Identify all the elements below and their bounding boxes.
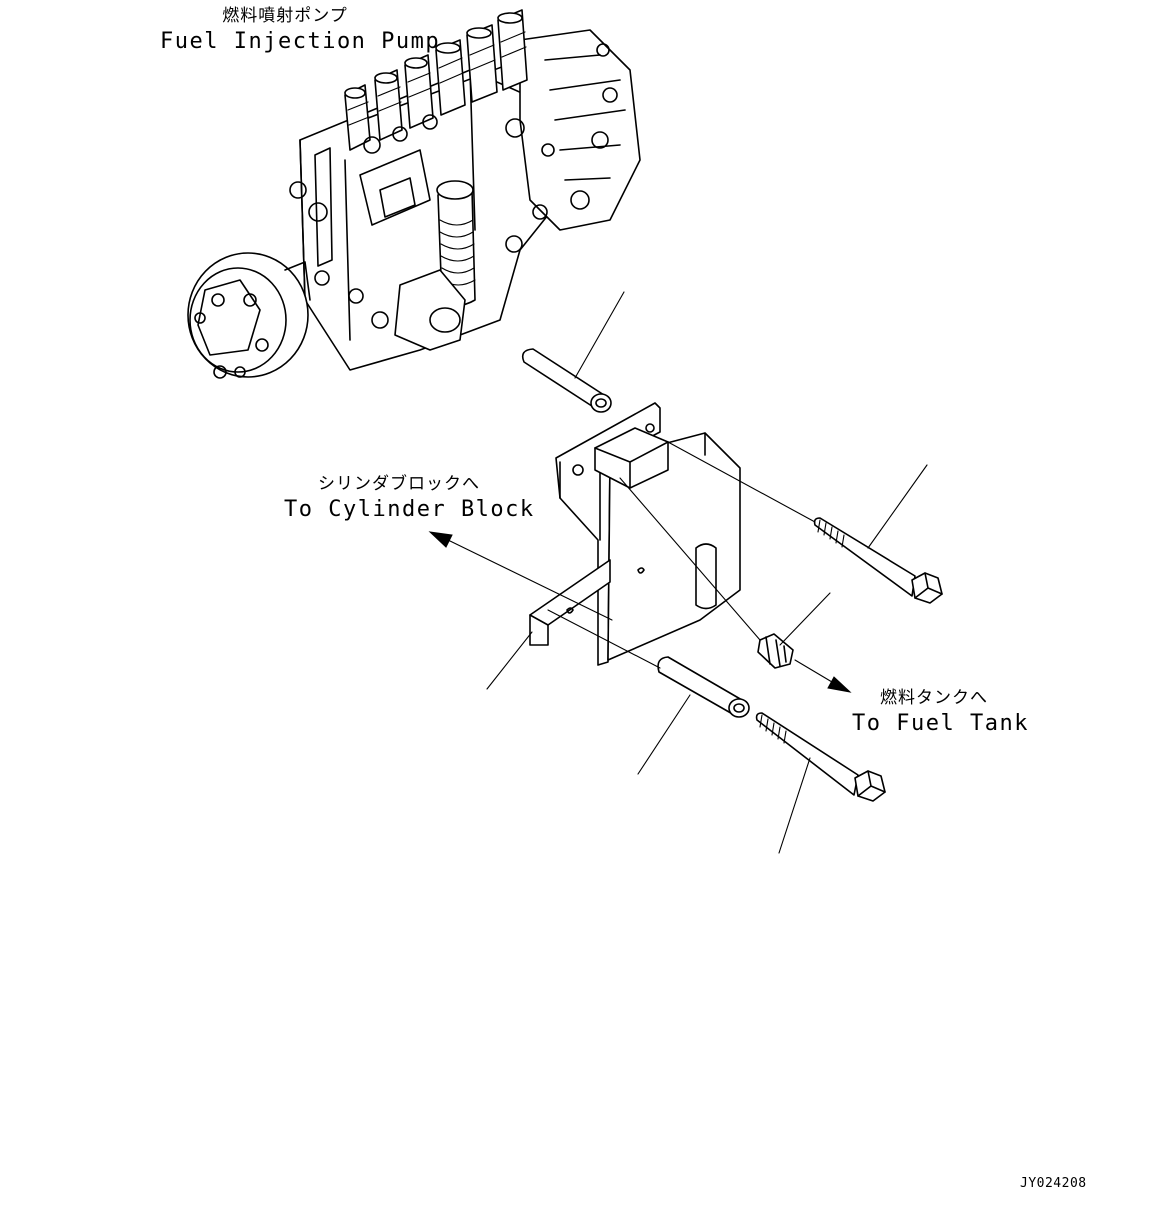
cylinder-block-label-en: To Cylinder Block — [284, 497, 535, 522]
arrow-to-cylinder-block — [428, 531, 613, 621]
mounting-bracket — [529, 402, 741, 666]
fuel-tank-label-jp: 燃料タンクへ — [880, 688, 988, 708]
drawing-id: JY024208 — [1020, 1176, 1087, 1191]
pump-label: 燃料噴射ポンプ Fuel Injection Pump — [160, 6, 441, 54]
pump-label-en: Fuel Injection Pump — [160, 29, 441, 54]
fuel-injection-pump — [187, 9, 641, 379]
fuel-connector — [757, 633, 794, 669]
arrow-to-fuel-tank — [794, 659, 852, 693]
spacer-tube-upper — [521, 348, 612, 413]
bolt-lower — [755, 712, 886, 802]
leader-lines — [486, 291, 928, 854]
bolt-upper — [813, 517, 943, 604]
delivery-valve-holders — [344, 9, 528, 151]
fuel-tank-label: 燃料タンクへ To Fuel Tank — [852, 688, 1029, 736]
fuel-block — [594, 427, 669, 489]
fuel-tank-label-en: To Fuel Tank — [852, 711, 1029, 736]
pump-coupling — [187, 252, 311, 379]
cylinder-block-label-jp: シリンダブロックへ — [318, 474, 480, 494]
cylinder-block-label: シリンダブロックへ To Cylinder Block — [284, 474, 535, 522]
pump-label-jp: 燃料噴射ポンプ — [222, 6, 348, 26]
spacer-tube-lower — [657, 656, 750, 718]
